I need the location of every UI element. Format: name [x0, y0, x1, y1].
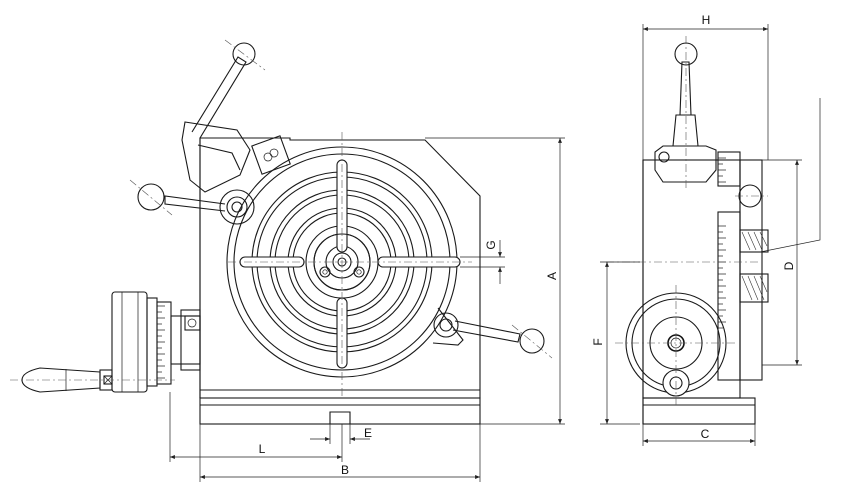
clamp-handle-right[interactable]	[433, 312, 553, 359]
base-plate	[199, 397, 481, 425]
side-scale	[717, 151, 769, 381]
front-view	[10, 39, 553, 425]
label-a: A	[545, 272, 559, 280]
side-view	[606, 36, 769, 425]
label-b: B	[341, 463, 349, 477]
handwheel-assembly[interactable]	[10, 291, 201, 393]
label-h: H	[702, 13, 711, 27]
label-c: C	[701, 427, 710, 441]
side-handwheel[interactable]	[615, 285, 735, 405]
side-lever[interactable]	[654, 36, 717, 190]
label-l: L	[259, 442, 266, 456]
label-g: G	[484, 240, 498, 249]
clamp-handle-left[interactable]	[129, 179, 255, 225]
scale-ticks	[157, 305, 165, 379]
label-e: E	[364, 426, 372, 440]
engagement-lever[interactable]	[181, 39, 291, 193]
dimension-lines	[169, 24, 821, 482]
label-d: D	[782, 261, 796, 270]
t-slot-notch	[329, 411, 351, 424]
dimension-labels: A B C D E F G H L	[259, 13, 796, 477]
label-f: F	[591, 338, 605, 345]
side-body	[642, 159, 741, 399]
